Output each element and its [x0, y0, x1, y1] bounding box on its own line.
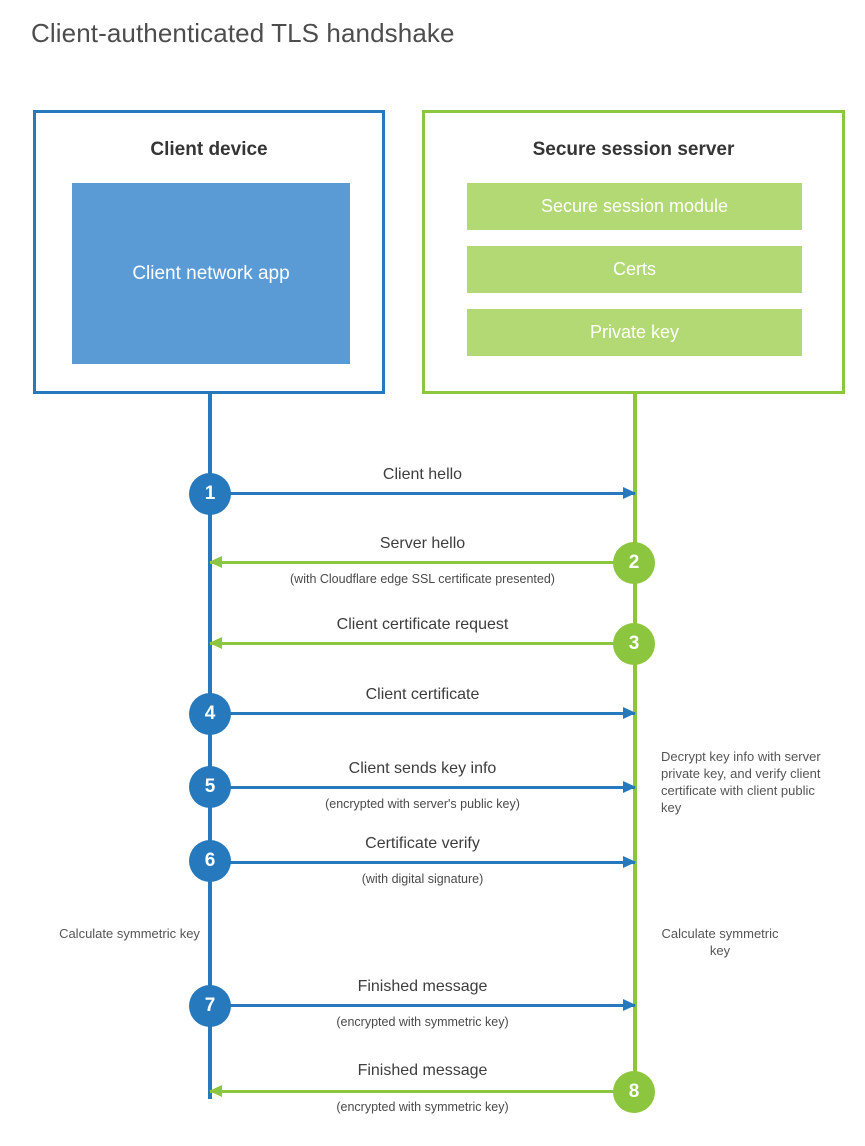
step-circle-7[interactable]: 7: [189, 985, 231, 1027]
step-4-arrow: [210, 707, 636, 719]
step-1-label: Client hello: [382, 466, 463, 483]
step-6-arrow: [210, 856, 636, 868]
arrowhead-icon: [209, 637, 222, 649]
arrowhead-icon: [623, 781, 636, 793]
step-circle-5[interactable]: 5: [189, 766, 231, 808]
step-7-label: Finished message: [357, 978, 488, 995]
actor-box-secure-session-server: Secure session server Secure session mod…: [422, 110, 845, 394]
actor-box-client-device: Client device Client network app: [33, 110, 385, 394]
server-module-private-key: Private key: [467, 309, 802, 356]
step-circle-6[interactable]: 6: [189, 840, 231, 882]
arrowhead-icon: [209, 556, 222, 568]
step-5-sublabel: (encrypted with server's public key): [325, 797, 520, 811]
step-7-arrow: [210, 999, 636, 1011]
arrowhead-icon: [623, 707, 636, 719]
page-title: Client-authenticated TLS handshake: [31, 18, 455, 48]
step-8-sublabel: (encrypted with symmetric key): [336, 1100, 509, 1114]
step-8-arrow: [209, 1085, 635, 1097]
step-circle-1[interactable]: 1: [189, 473, 231, 515]
step-3-label: Client certificate request: [336, 616, 509, 633]
step-2-arrow: [209, 556, 635, 568]
server-module-certs: Certs: [467, 246, 802, 293]
step-7-sublabel: (encrypted with symmetric key): [336, 1015, 509, 1029]
arrowhead-icon: [623, 487, 636, 499]
step-circle-8[interactable]: 8: [613, 1071, 655, 1113]
note-server-decrypt: Decrypt key info with server private key…: [661, 749, 821, 815]
step-4-label: Client certificate: [365, 686, 480, 703]
server-module-secure-session-module: Secure session module: [467, 183, 802, 230]
arrowhead-icon: [209, 1085, 222, 1097]
secure-session-server-title: Secure session server: [532, 139, 735, 160]
step-8-label: Finished message: [357, 1062, 488, 1079]
step-5-arrow: [210, 781, 636, 793]
step-circle-3[interactable]: 3: [613, 623, 655, 665]
step-1-arrow: [210, 487, 636, 499]
arrowhead-icon: [623, 999, 636, 1011]
client-device-title: Client device: [150, 139, 268, 160]
step-6-label: Certificate verify: [365, 835, 480, 852]
note-server-calculate-symmetric-key: Calculate symmetric key: [661, 926, 779, 958]
step-6-sublabel: (with digital signature): [361, 872, 484, 886]
step-circle-4[interactable]: 4: [189, 693, 231, 735]
note-client-calculate-symmetric-key: Calculate symmetric key: [59, 926, 200, 941]
arrowhead-icon: [623, 856, 636, 868]
client-network-app-block: Client network app: [72, 183, 350, 364]
step-5-label: Client sends key info: [348, 760, 497, 777]
lifeline-server: [633, 394, 637, 1093]
lifeline-client: [208, 394, 212, 1099]
step-3-arrow: [209, 637, 635, 649]
step-circle-2[interactable]: 2: [613, 542, 655, 584]
step-2-label: Server hello: [379, 535, 466, 552]
step-2-sublabel: (with Cloudflare edge SSL certificate pr…: [290, 572, 555, 586]
